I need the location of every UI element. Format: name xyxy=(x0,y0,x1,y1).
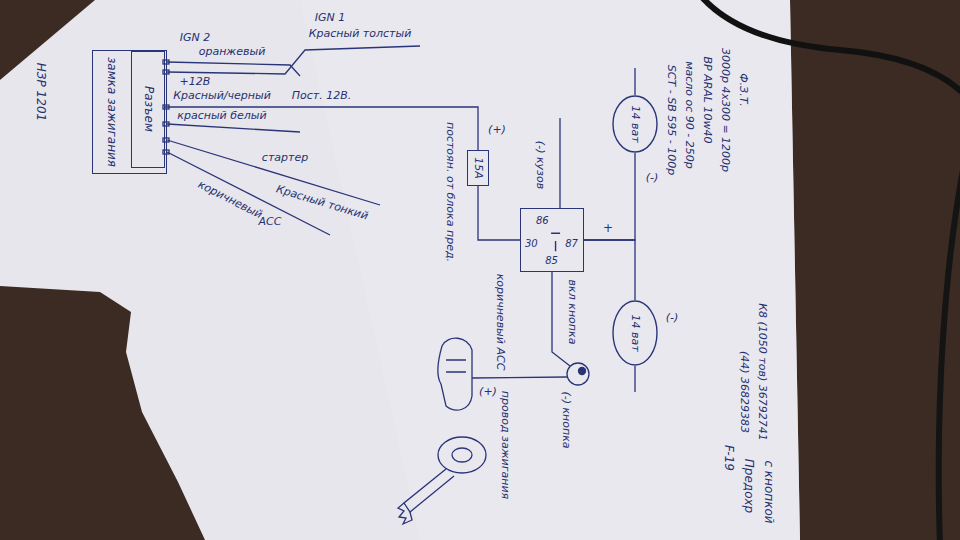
note-label: IGN 1 xyxy=(315,12,346,24)
hand-drawing xyxy=(446,360,466,372)
wire xyxy=(634,68,635,95)
lamp-oval: 14 ват xyxy=(612,95,658,153)
wire-label: Пост. 12В. xyxy=(292,90,352,102)
note-label: оранжевый xyxy=(199,46,266,58)
node-text: 85 xyxy=(545,255,558,266)
pin-mark xyxy=(163,150,169,154)
pin-mark xyxy=(163,138,169,142)
note-label: ACC xyxy=(259,216,282,228)
lamp-oval: 14 ват xyxy=(612,300,658,366)
note-label: 3000р 4х300 = 1200р xyxy=(719,48,731,172)
note-label: красный белый xyxy=(177,110,266,122)
note-label: SCT - SB 595 - 100р xyxy=(665,65,677,175)
paper-sheet xyxy=(0,0,800,540)
key-teeth xyxy=(398,503,412,524)
wire xyxy=(478,186,520,240)
note-label: +12В xyxy=(180,76,211,88)
paper-light xyxy=(300,0,800,540)
note-label: + xyxy=(603,222,613,235)
note-label: (-) xyxy=(646,172,659,184)
wire xyxy=(634,366,635,392)
node-text: 86 xyxy=(536,214,549,225)
wire xyxy=(167,124,300,132)
node-text: 14 ват xyxy=(629,105,641,142)
node-text: 14 ват xyxy=(629,314,641,351)
fuse-box: 15А xyxy=(467,150,489,186)
note-label: (+) xyxy=(488,124,506,136)
note-label: вкл кнопка xyxy=(566,280,578,345)
note-label: НЗР 1201 xyxy=(33,63,46,121)
lamp-outline xyxy=(613,96,657,152)
note-label: коричневый ACC xyxy=(494,274,506,371)
note-label: с кнопкой xyxy=(761,460,774,523)
note-label: (44) 36829383 xyxy=(738,351,750,433)
node-text: 15А xyxy=(471,157,483,179)
pin-mark xyxy=(163,70,169,74)
button-symbol xyxy=(567,363,589,385)
cable xyxy=(939,160,960,540)
wire xyxy=(167,140,380,205)
note-label: Ф.З.Т. xyxy=(737,73,749,107)
wire xyxy=(167,46,420,74)
pin-mark xyxy=(163,122,169,126)
note-label: стартер xyxy=(262,152,308,164)
wire xyxy=(165,107,478,150)
note-label: F-19 xyxy=(721,445,734,471)
wire xyxy=(559,118,560,208)
wire xyxy=(584,153,635,240)
note-label: (-) кнопка xyxy=(560,391,572,448)
note-label: масло ос 90 - 250р xyxy=(683,61,695,169)
wire xyxy=(584,240,635,300)
note-label: (+) xyxy=(479,386,497,398)
key-ring xyxy=(452,448,472,462)
note-label: К8 (1050 тов) 36792741 xyxy=(756,303,768,440)
wire xyxy=(472,377,567,378)
note-label: Красный толстый xyxy=(309,28,412,40)
note-label: постоян. от блока пред. xyxy=(444,122,456,262)
key-ring xyxy=(438,437,486,473)
key-blade xyxy=(404,469,454,512)
connector-block: замка зажигания Разъем xyxy=(92,50,167,174)
note-label: Предохр xyxy=(741,459,754,513)
connector-band: Разъем xyxy=(131,51,165,168)
node-text: замка зажигания xyxy=(104,56,117,166)
pin-mark xyxy=(163,60,169,64)
note-label: ВР ARAL 10w40 xyxy=(701,57,713,144)
note-label: IGN 2 xyxy=(180,32,211,44)
note-label: (-) кузов xyxy=(534,141,546,189)
note-label: (-) xyxy=(666,312,679,324)
note-label: Красный тонкий xyxy=(275,183,370,222)
node-text: 30 xyxy=(525,237,538,248)
relay-symbol xyxy=(551,233,560,251)
node-text: 87 xyxy=(565,237,578,248)
node-text: Разъем xyxy=(141,86,154,132)
note-label: провод зажигания xyxy=(499,391,511,499)
button-symbol xyxy=(579,368,586,375)
relay-box: 86 30 87 85 xyxy=(520,208,584,272)
note-label: коричневый xyxy=(196,179,264,222)
lamp-outline xyxy=(613,301,657,365)
hand-drawing xyxy=(438,338,472,410)
note-label: Красный/черный xyxy=(173,90,271,102)
